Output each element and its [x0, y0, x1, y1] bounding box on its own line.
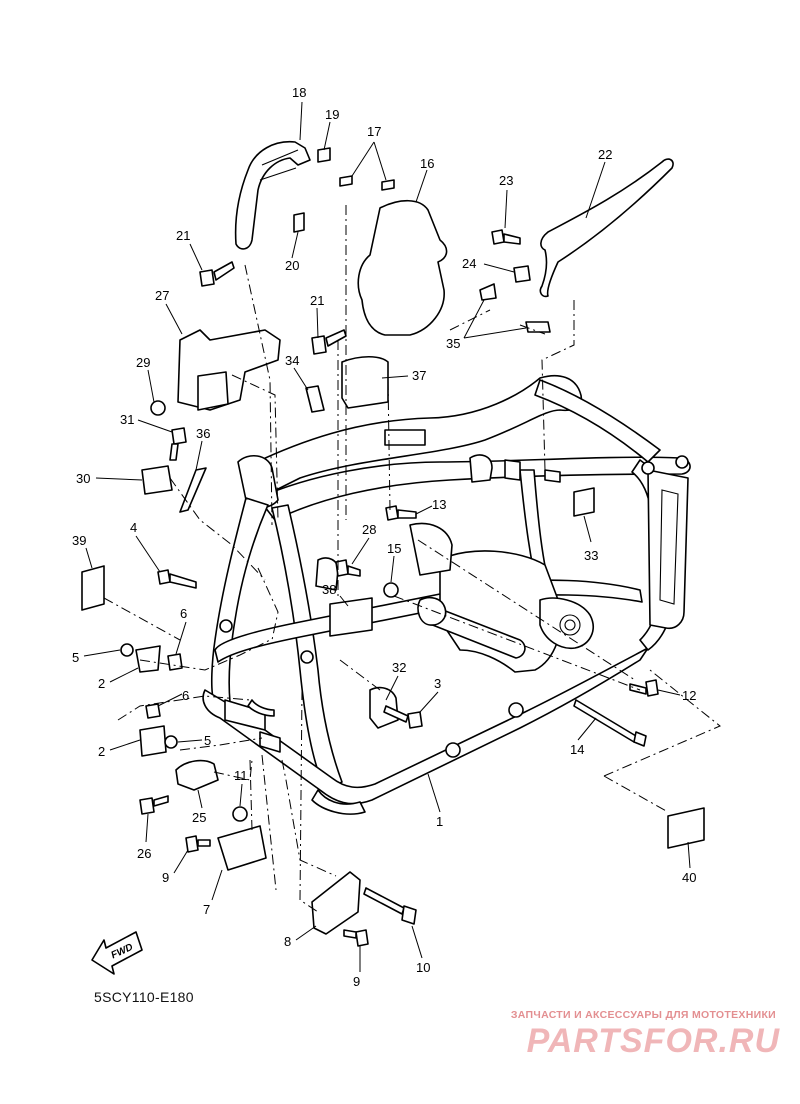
callout-22: 22 — [598, 147, 612, 162]
callout-39: 39 — [72, 533, 86, 548]
callout-25: 25 — [192, 810, 206, 825]
callout-labels: 18 19 17 16 22 23 21 20 24 27 21 35 29 3… — [72, 85, 696, 989]
callout-6: 6 — [180, 606, 187, 621]
part-40-label — [667, 807, 705, 849]
fwd-arrow-icon: FWD — [91, 931, 143, 975]
leader-lines — [83, 101, 691, 972]
callout-10: 10 — [416, 960, 430, 975]
callout-16: 16 — [420, 156, 434, 171]
callout-13: 13 — [432, 497, 446, 512]
callout-5b: 5 — [204, 733, 211, 748]
part-13-bolt — [385, 505, 417, 521]
callout-37: 37 — [412, 368, 426, 383]
part-3-bolt — [383, 705, 423, 729]
callout-18: 18 — [292, 85, 306, 100]
callout-6b: 6 — [182, 688, 189, 703]
diagram-code: 5SCY110-E180 — [94, 989, 194, 1005]
callout-14: 14 — [570, 742, 584, 757]
callout-33: 33 — [584, 548, 598, 563]
callout-19: 19 — [325, 107, 339, 122]
part-17-tab-2 — [381, 179, 395, 191]
callout-8: 8 — [284, 934, 291, 949]
part-23-bolt — [491, 229, 521, 245]
part-9-bolt-2 — [343, 929, 369, 947]
part-4-bolt — [157, 569, 197, 589]
callout-27: 27 — [155, 288, 169, 303]
watermark-tagline: ЗАПЧАСТИ И АКСЕССУАРЫ ДЛЯ МОТОТЕХНИКИ — [510, 1009, 776, 1021]
callout-24: 24 — [462, 256, 476, 271]
callout-30: 30 — [76, 471, 90, 486]
part-39-label — [81, 565, 105, 611]
part-37-bracket — [341, 355, 389, 409]
part-16-cover — [357, 199, 448, 336]
callout-34: 34 — [285, 353, 299, 368]
callout-2: 2 — [98, 676, 105, 691]
part-14-bolt — [573, 699, 647, 747]
callout-26: 26 — [137, 846, 151, 861]
callout-28: 28 — [362, 522, 376, 537]
main-frame — [202, 374, 691, 815]
part-19-plate — [317, 147, 331, 163]
part-5-6-bracket-upper — [120, 643, 183, 673]
callout-1: 1 — [436, 814, 443, 829]
part-21-bolt-2 — [311, 329, 347, 355]
watermark-logo: PARTSFOR.RU — [526, 1022, 780, 1060]
part-5-6-bracket-lower — [139, 703, 178, 757]
part-35-plate-2 — [525, 321, 551, 333]
callout-29: 29 — [136, 355, 150, 370]
callout-38: 38 — [322, 582, 336, 597]
callout-7: 7 — [203, 902, 210, 917]
callout-36: 36 — [196, 426, 210, 441]
part-36-strip — [179, 467, 207, 513]
callout-31: 31 — [120, 412, 134, 427]
callout-11: 11 — [234, 768, 248, 783]
callout-20: 20 — [285, 258, 299, 273]
part-12-bolt — [629, 679, 659, 697]
callout-9b: 9 — [353, 974, 360, 989]
part-27-holder — [177, 329, 281, 411]
callout-23: 23 — [499, 173, 513, 188]
part-28-bolt — [335, 559, 361, 577]
part-33-label — [573, 487, 595, 517]
part-24-nut — [513, 265, 531, 283]
part-25-clamp — [175, 759, 219, 791]
part-11-collar — [232, 806, 248, 822]
part-26-bolt — [139, 795, 169, 815]
part-29-collar — [150, 400, 166, 416]
part-34-piece — [305, 385, 325, 413]
callout-5: 5 — [72, 650, 79, 665]
part-21-bolt — [199, 261, 235, 287]
part-20-pad — [293, 212, 305, 233]
part-17-tab — [339, 175, 353, 187]
part-15-collar — [383, 582, 399, 598]
part-10-bolt — [363, 887, 417, 925]
callout-4: 4 — [130, 520, 137, 535]
part-32-bracket — [369, 686, 399, 729]
callout-15: 15 — [387, 541, 401, 556]
callout-21: 21 — [176, 228, 190, 243]
callout-32: 32 — [392, 660, 406, 675]
part-9-bolt — [185, 835, 211, 853]
callout-9: 9 — [162, 870, 169, 885]
part-18-bracket — [234, 141, 311, 250]
callout-12: 12 — [682, 688, 696, 703]
part-7-bracket — [217, 825, 267, 871]
part-31-bolt — [169, 427, 187, 461]
callout-35: 35 — [446, 336, 460, 351]
callout-40: 40 — [682, 870, 696, 885]
callout-17: 17 — [367, 124, 381, 139]
callout-21b: 21 — [310, 293, 324, 308]
part-22-stay — [539, 158, 674, 298]
part-38-label — [329, 597, 373, 637]
part-30-clamp — [141, 465, 173, 495]
part-35-plate — [479, 283, 497, 301]
callout-2b: 2 — [98, 744, 105, 759]
part-8-bracket — [311, 871, 361, 935]
phantom-lines — [103, 205, 721, 913]
callout-3: 3 — [434, 676, 441, 691]
